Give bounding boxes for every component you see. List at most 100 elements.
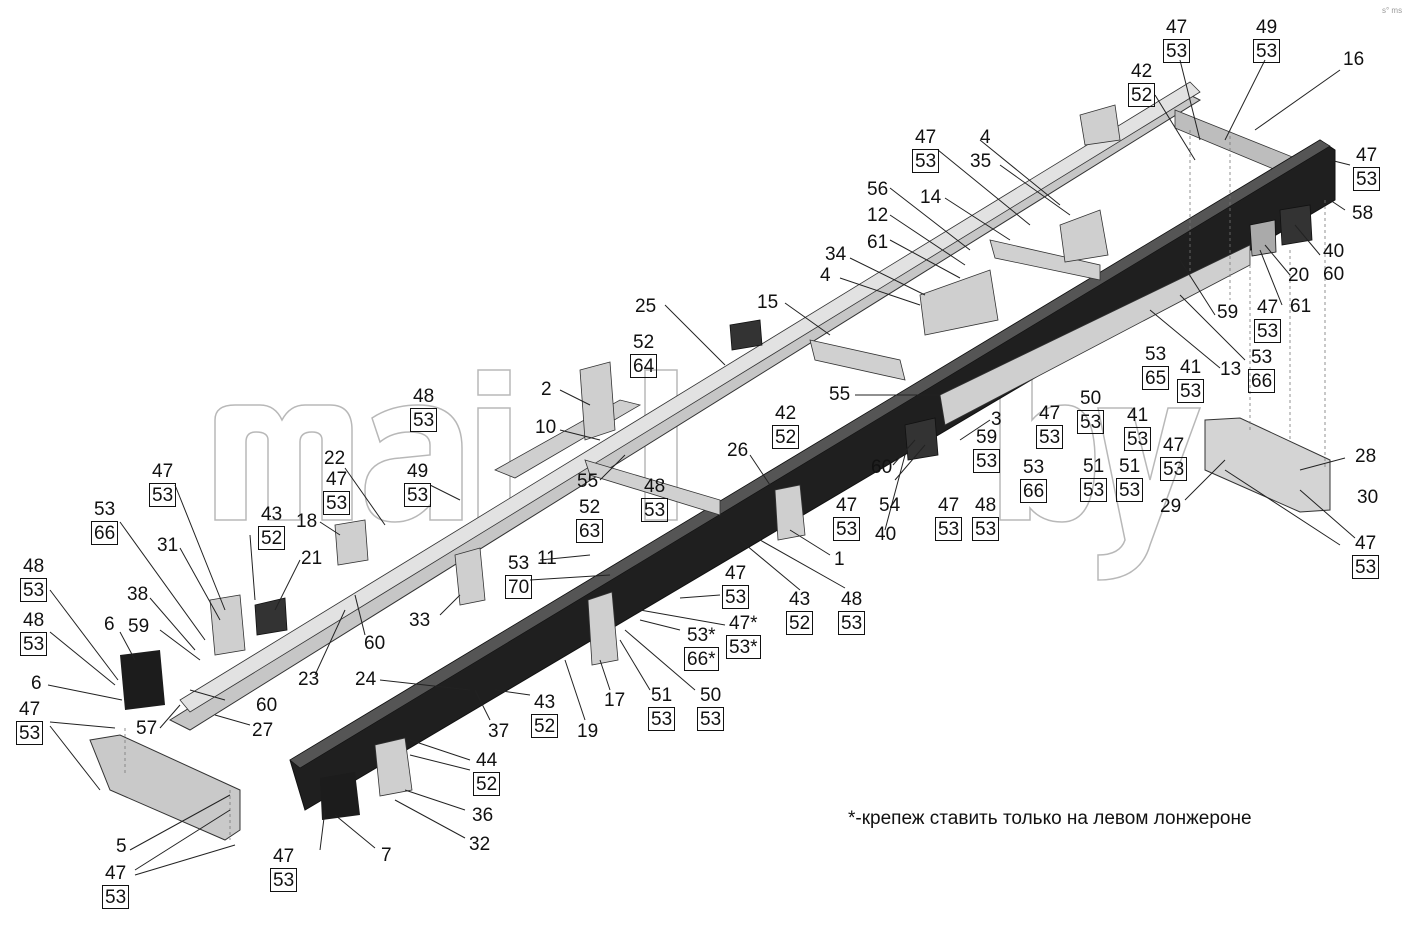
callout-top: 47 — [19, 699, 41, 720]
callout-top: 59 — [976, 427, 998, 448]
part-label: 55 — [577, 471, 599, 492]
callout-bottom: 53 — [912, 149, 940, 173]
part-label: 30 — [1357, 487, 1379, 508]
callout-top: 51 — [1119, 456, 1141, 477]
part-label: 32 — [469, 834, 491, 855]
corner-mark: s° ms — [1382, 6, 1403, 15]
part-label: 37 — [488, 721, 510, 742]
callout-bottom: 53 — [404, 483, 432, 507]
callout-bottom: 53 — [1036, 425, 1064, 449]
callout-top: 48 — [413, 386, 435, 407]
callout-bottom: 53 — [1177, 379, 1205, 403]
part-label: 59 — [128, 616, 150, 637]
part-label: 40 — [1323, 241, 1345, 262]
callout-bottom: 66* — [684, 647, 719, 671]
part-label: 61 — [867, 232, 889, 253]
frame-structure — [89, 81, 1336, 841]
part-label: 40 — [875, 524, 897, 545]
part-label: 31 — [157, 535, 179, 556]
callout-top: 47 — [836, 495, 858, 516]
callout-top: 41 — [1127, 405, 1149, 426]
callout-top: 52 — [579, 497, 601, 518]
callout-top: 53 — [1145, 344, 1167, 365]
callout-top: 47 — [1039, 403, 1061, 424]
callout-top: 43 — [261, 504, 283, 525]
callout-bottom: 53 — [20, 632, 48, 656]
callout-bottom: 52 — [531, 714, 559, 738]
callout-bottom: 53 — [16, 721, 44, 745]
callout-top: 47 — [938, 495, 960, 516]
callout-top: 48 — [23, 610, 45, 631]
callout-bottom: 52 — [258, 526, 286, 550]
dashed-guides — [124, 130, 1326, 840]
callout-bottom: 53 — [833, 517, 861, 541]
callout-top: 47 — [1257, 297, 1279, 318]
part-label: 15 — [757, 292, 779, 313]
part-label: 59 — [1217, 302, 1239, 323]
part-label: 19 — [577, 721, 599, 742]
part-label: 27 — [252, 720, 274, 741]
callout-bottom: 52 — [473, 772, 501, 796]
callout-top: 52 — [633, 332, 655, 353]
part-label: 17 — [604, 690, 626, 711]
assembly-note: *-крепеж ставить только на левом лонжеро… — [848, 808, 1252, 829]
callout-top: 53 — [1251, 347, 1273, 368]
part-label: 60 — [1323, 264, 1345, 285]
callout-bottom: 66 — [1248, 369, 1276, 393]
part-label: 13 — [1220, 359, 1242, 380]
callout-top: 51 — [1083, 456, 1105, 477]
part-label: 38 — [127, 584, 149, 605]
callout-bottom: 66 — [1020, 479, 1048, 503]
callout-top: 42 — [1131, 61, 1153, 82]
part-label: 2 — [541, 379, 552, 400]
callout-bottom: 52 — [1128, 83, 1156, 107]
callout-bottom: 53 — [1124, 427, 1152, 451]
callout-bottom: 53 — [270, 868, 298, 892]
callout-top: 53* — [687, 625, 716, 646]
callout-bottom: 53 — [648, 707, 676, 731]
part-label: 21 — [301, 548, 323, 569]
callout-top: 48 — [841, 589, 863, 610]
callout-bottom: 52 — [772, 425, 800, 449]
part-label: 1 — [834, 549, 845, 570]
callout-top: 43 — [534, 692, 556, 713]
callout-top: 53 — [1023, 457, 1045, 478]
callout-bottom: 53 — [973, 449, 1001, 473]
callout-top: 47* — [729, 613, 758, 634]
callout-bottom: 52 — [786, 611, 814, 635]
callout-bottom: 64 — [630, 354, 658, 378]
part-label: 25 — [635, 296, 657, 317]
part-label: 7 — [381, 845, 392, 866]
part-label: 58 — [1352, 203, 1374, 224]
callout-bottom: 53 — [838, 611, 866, 635]
callout-top: 47 — [273, 846, 295, 867]
part-label: 11 — [537, 548, 557, 569]
